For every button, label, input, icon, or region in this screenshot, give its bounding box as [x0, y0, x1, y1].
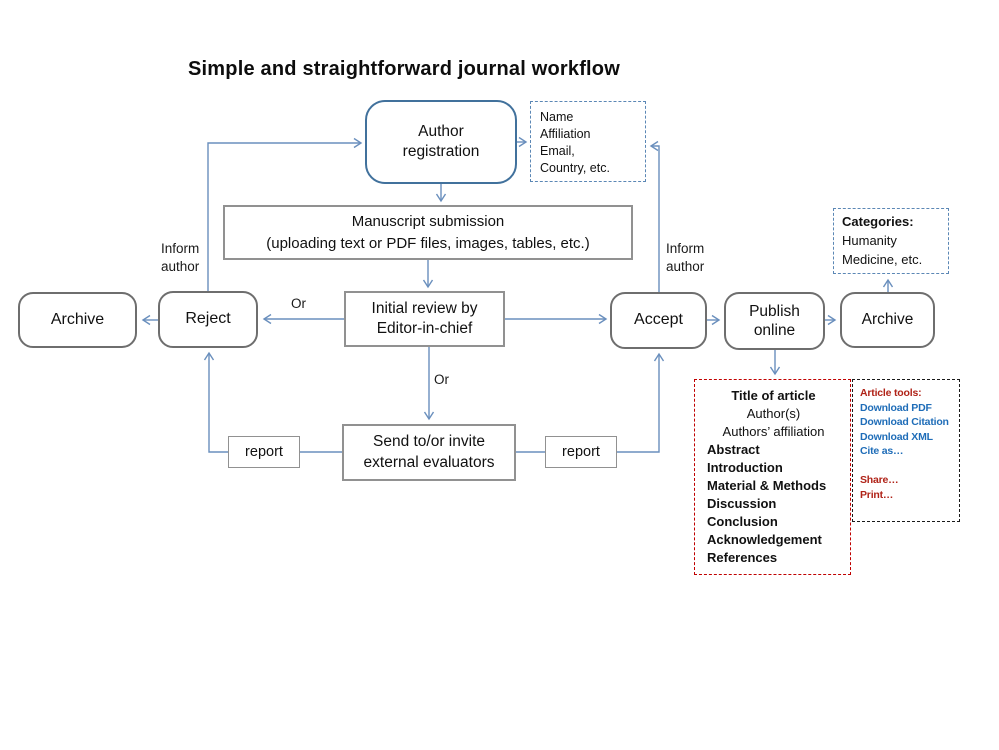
node-initial-review: Initial review by Editor-in-chief: [344, 291, 505, 347]
article-outline-title: Title of article: [731, 388, 816, 403]
categories-heading: Categories:: [842, 214, 914, 229]
categories-line: Humanity: [842, 232, 897, 248]
edge-report-right-to-accept: [617, 352, 665, 453]
download-citation-link: Download Citation: [860, 416, 949, 428]
node-report-left: report: [228, 436, 300, 468]
registration-info-line: Affiliation: [540, 126, 591, 141]
article-outline-section: Conclusion: [707, 514, 778, 529]
edge-accept-to-info: [649, 140, 660, 292]
article-outline-section: Abstract: [707, 442, 760, 457]
article-outline-section: References: [707, 550, 778, 565]
node-author-registration: Author registration: [365, 100, 517, 184]
article-outline-authors: Author(s): [746, 406, 801, 421]
share-link: Share…: [860, 474, 899, 486]
node-accept: Accept: [610, 292, 707, 349]
registration-info-line: Email,: [540, 143, 575, 158]
registration-info-line: Name: [540, 110, 574, 124]
article-tools-heading: Article tools:: [860, 387, 922, 399]
node-publish-online: Publish online: [724, 292, 825, 350]
node-report-right: report: [545, 436, 617, 468]
node-archive-right: Archive: [840, 292, 935, 348]
manuscript-line2: (uploading text or PDF files, images, ta…: [266, 234, 590, 252]
article-outline-affiliation: Authors’ affiliation: [722, 424, 825, 439]
label-inform-author-right: Inform author: [666, 241, 705, 274]
article-outline-section: Introduction: [707, 460, 783, 475]
edge-reject-to-author-registration: [207, 137, 363, 291]
diagram-title: Simple and straightforward journal workf…: [188, 58, 620, 80]
manuscript-line1: Manuscript submission: [351, 212, 505, 230]
node-send-evaluators: Send to/or invite external evaluators: [342, 424, 516, 481]
categories-line: Medicine, etc.: [842, 251, 923, 267]
article-outline-section: Discussion: [707, 496, 777, 511]
node-registration-info: Name Affiliation Email, Country, etc.: [530, 101, 646, 182]
tools-spacer: [860, 459, 959, 474]
download-xml-link: Download XML: [860, 430, 933, 443]
node-archive-left: Archive: [18, 292, 137, 348]
node-article-outline: Title of article Author(s) Authors’ affi…: [694, 379, 851, 575]
label-or-left: Or: [291, 296, 306, 311]
node-article-tools: Article tools: Download PDF Download Cit…: [852, 379, 960, 522]
article-outline-section: Acknowledgement: [707, 532, 822, 547]
node-reject: Reject: [158, 291, 258, 348]
node-manuscript-submission: Manuscript submission (uploading text or…: [223, 205, 633, 260]
node-categories: Categories: Humanity Medicine, etc.: [833, 208, 949, 274]
download-pdf-link: Download PDF: [860, 401, 932, 414]
article-outline-section: Material & Methods: [707, 478, 827, 493]
label-inform-author-left: Inform author: [161, 241, 200, 274]
cite-as-link: Cite as…: [860, 445, 904, 457]
label-or-middle: Or: [434, 372, 449, 387]
print-link: Print…: [860, 488, 894, 501]
edge-report-left-to-reject: [203, 351, 228, 453]
registration-info-line: Country, etc.: [540, 160, 610, 175]
